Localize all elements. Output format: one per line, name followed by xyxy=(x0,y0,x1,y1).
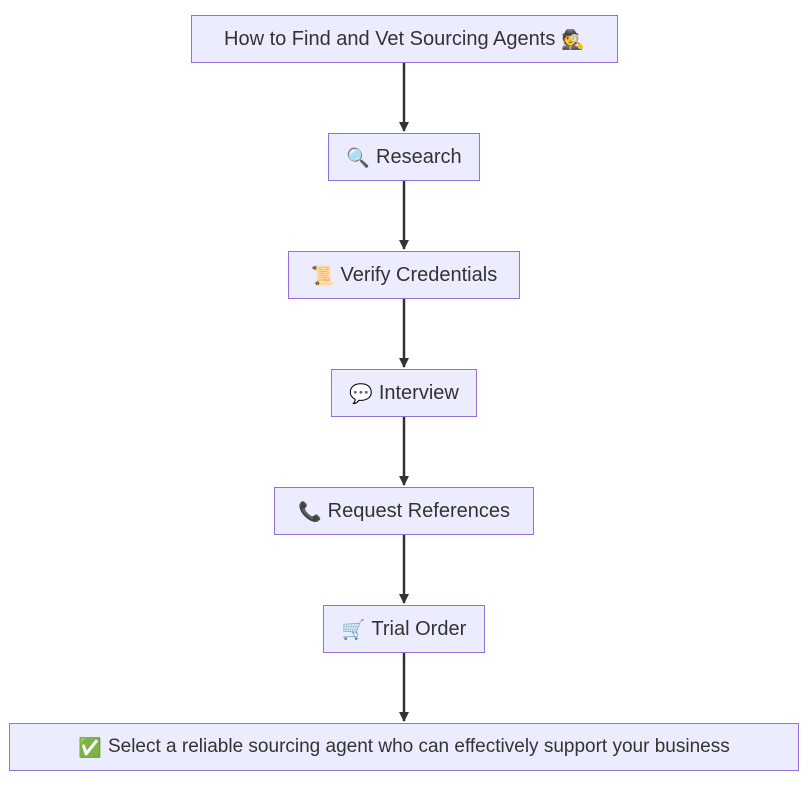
node-research-label: Research xyxy=(376,145,462,168)
magnifier-icon: 🔍 xyxy=(346,146,371,169)
node-request-references-label: Request References xyxy=(327,499,510,522)
check-mark-icon: ✅ xyxy=(78,736,102,759)
node-select-agent-label: Select a reliable sourcing agent who can… xyxy=(107,736,730,757)
node-trial-order-label: Trial Order xyxy=(371,617,467,640)
detective-icon: 🕵 xyxy=(561,28,585,51)
node-request-references: 📞 Request References xyxy=(274,487,534,535)
node-trial-order: 🛒 Trial Order xyxy=(323,605,485,653)
phone-icon: 📞 xyxy=(298,500,322,523)
node-title: How to Find and Vet Sourcing Agents 🕵 xyxy=(191,15,618,63)
scroll-icon: 📜 xyxy=(310,264,335,287)
cart-icon: 🛒 xyxy=(341,618,366,641)
speech-bubble-icon: 💬 xyxy=(349,382,373,405)
node-select-agent: ✅ Select a reliable sourcing agent who c… xyxy=(9,723,799,771)
node-interview-label: Interview xyxy=(378,381,459,404)
node-verify-credentials: 📜 Verify Credentials xyxy=(288,251,520,299)
node-verify-credentials-label: Verify Credentials xyxy=(340,263,498,286)
node-research: 🔍 Research xyxy=(328,133,480,181)
node-interview: 💬 Interview xyxy=(331,369,477,417)
node-title-label: How to Find and Vet Sourcing Agents xyxy=(224,27,556,50)
